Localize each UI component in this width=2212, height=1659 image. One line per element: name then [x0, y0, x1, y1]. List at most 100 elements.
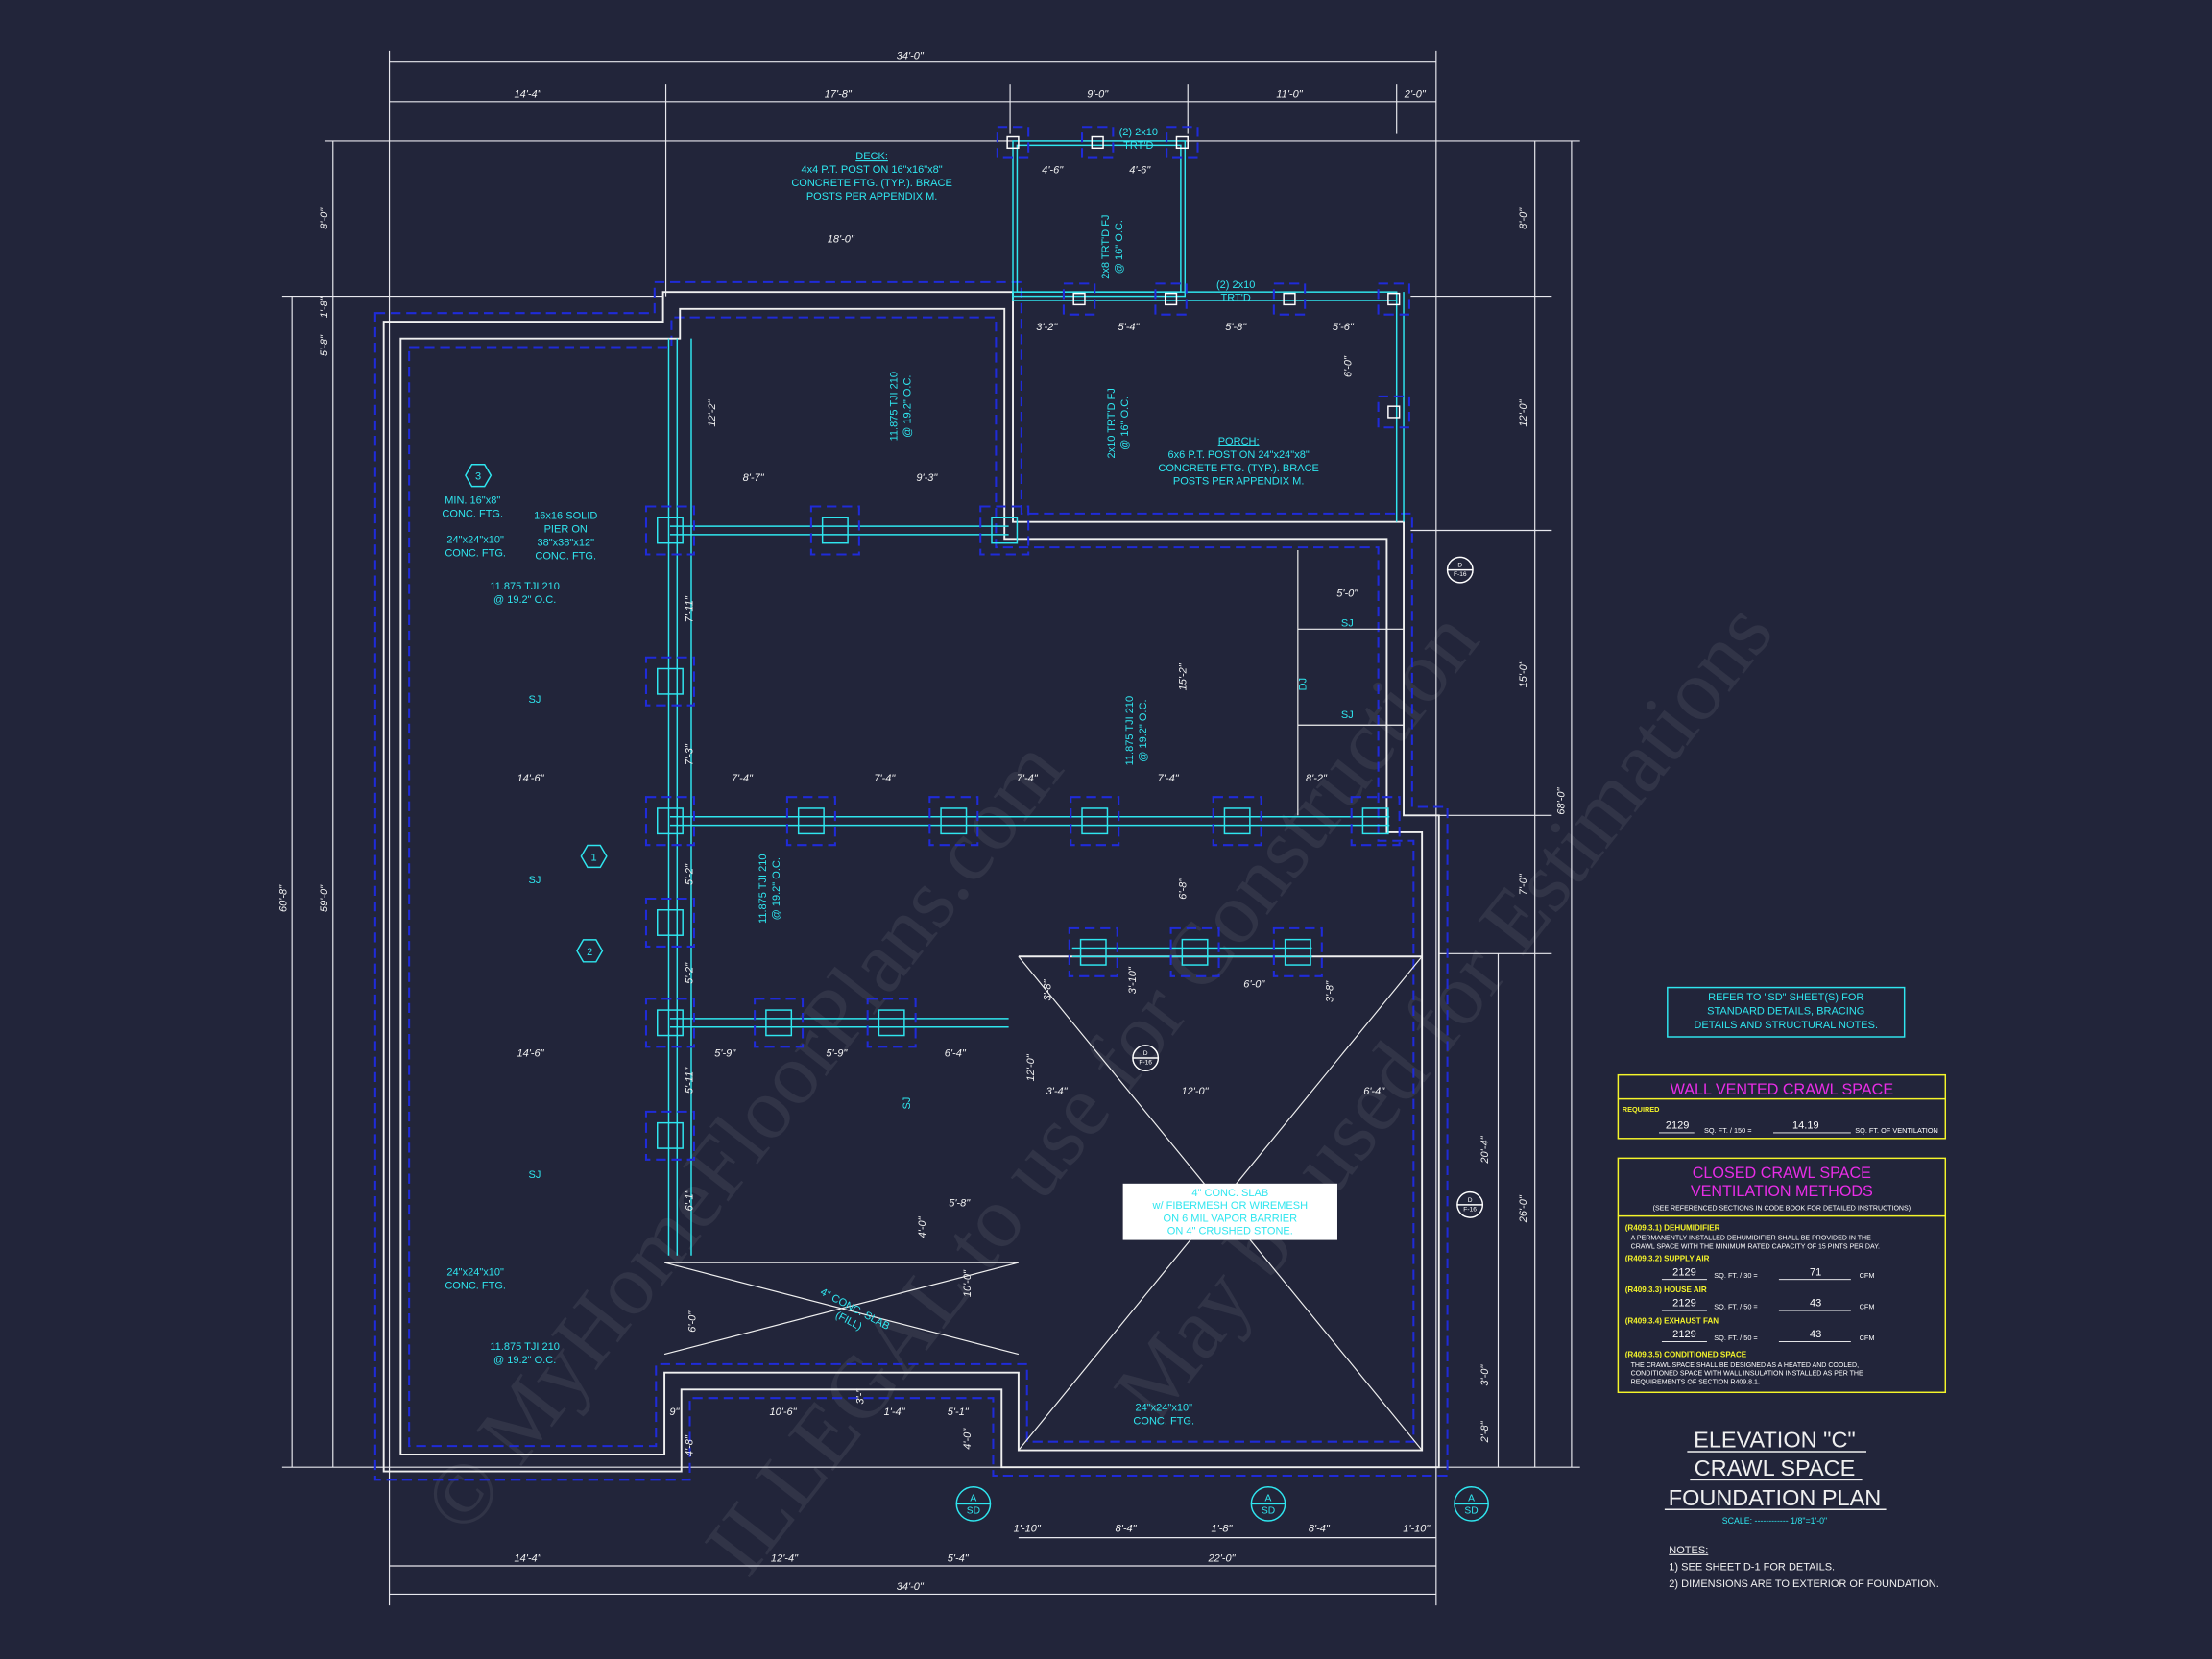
plan-note: MIN. 16"x8"CONC. FTG. — [442, 495, 503, 520]
dimension-label: 5'-11" — [684, 1067, 695, 1094]
dimension-label: 8'-0" — [319, 207, 330, 229]
plan-note-line: CONC. FTG. — [445, 1280, 506, 1291]
dimension-label: 3'-8" — [1325, 980, 1336, 1002]
dimension-label: 9" — [669, 1407, 680, 1418]
plan-note-line: 6x6 P.T. POST ON 24"x24"x8" — [1167, 449, 1309, 461]
plan-note-line: @ 16" O.C. — [1114, 220, 1125, 274]
dimension-label: 5'-4" — [948, 1553, 970, 1565]
general-notes: NOTES: 1) SEE SHEET D-1 FOR DETAILS. 2) … — [1669, 1545, 1939, 1590]
ventilation-result: 43 — [1810, 1329, 1821, 1340]
plan-note-line: CONC. FTG. — [535, 551, 596, 563]
dimension-label: 5'-8" — [949, 1197, 971, 1209]
plan-note-line: @ 16" O.C. — [1119, 397, 1131, 450]
pier-footing — [1212, 796, 1262, 847]
pier-footing — [1350, 796, 1401, 847]
plan-note-line: 4x4 P.T. POST ON 16"x16"x8" — [801, 164, 942, 176]
dimension-label: 6'-0" — [1343, 355, 1355, 377]
section-marker-sheet: SD — [1464, 1506, 1478, 1517]
dimension-label: 6'-4" — [1363, 1086, 1385, 1097]
closed-title-line: CLOSED CRAWL SPACE — [1693, 1165, 1871, 1182]
refer-note-box: REFER TO "SD" SHEET(S) FOR STANDARD DETA… — [1667, 986, 1906, 1038]
dimension-label: 14'-6" — [517, 1048, 544, 1060]
deck-porch-framing — [1012, 140, 1405, 522]
plan-note-line: CONCRETE FTG. (TYP.). BRACE — [791, 178, 951, 189]
dimension-label: 8'-2" — [1306, 773, 1328, 784]
conditioned-text: REQUIREMENTS OF SECTION R409.8.1. — [1631, 1379, 1760, 1385]
post — [1006, 135, 1020, 150]
dimension-label: 4'-6" — [1129, 165, 1151, 177]
dimension-label: 7'-0" — [1518, 873, 1529, 895]
plan-note: 2x8 TRT'D FJ@ 16" O.C. — [1100, 215, 1125, 279]
note-item: 1) SEE SHEET D-1 FOR DETAILS. — [1669, 1561, 1835, 1573]
plan-note-line: SJ — [1341, 617, 1354, 629]
section-marker-sheet: SD — [1262, 1506, 1275, 1517]
pier — [797, 807, 825, 835]
conditioned-text: THE CRAWL SPACE SHALL BE DESIGNED AS A H… — [1631, 1362, 1859, 1369]
plan-note-line: CONCRETE FTG. (TYP.). BRACE — [1158, 463, 1319, 474]
dimension-label: 7'-4" — [732, 773, 754, 784]
post-footing — [1166, 126, 1199, 159]
refer-note-line: REFER TO "SD" SHEET(S) FOR — [1708, 992, 1863, 1003]
scale-label: SCALE: ------------ 1/8"=1'-0" — [1722, 1516, 1827, 1526]
plan-note: 11.875 TJI 210@ 19.2" O.C. — [490, 1341, 559, 1366]
plan-note: DJ — [1298, 678, 1310, 690]
section-marker-id: D — [1143, 1050, 1148, 1057]
plan-note-line: @ 19.2" O.C. — [1138, 699, 1149, 761]
pier-footing — [785, 796, 836, 847]
plan-note-line: @ 19.2" O.C. — [493, 1355, 556, 1366]
slab-note-line: 4" CONC. SLAB — [1191, 1188, 1268, 1199]
pier-footing — [1169, 926, 1220, 977]
dimension-label: 8'-4" — [1116, 1524, 1138, 1535]
slab-note-line: ON 6 MIL VAPOR BARRIER — [1164, 1213, 1298, 1224]
pier-footing — [644, 998, 695, 1048]
detail-tag-number: 1 — [591, 852, 597, 863]
dimension-label: 3'-" — [854, 1388, 866, 1405]
dimension-label: 4'-6" — [1042, 165, 1064, 177]
dimension-label: 15'-0" — [1518, 660, 1529, 687]
dimension-label: 60'-8" — [277, 884, 289, 912]
post — [1283, 292, 1296, 306]
pier — [657, 667, 684, 695]
closed-crawl-space-table: CLOSED CRAWL SPACE VENTILATION METHODS (… — [1617, 1157, 1947, 1394]
plan-note: DECK:4x4 P.T. POST ON 16"x16"x8"CONCRETE… — [791, 151, 951, 203]
pier — [940, 807, 968, 835]
post-footing — [1062, 282, 1096, 316]
wall-vented-unit: SQ. FT. OF VENTILATION — [1855, 1126, 1938, 1135]
dimension-label: 3'-8" — [1043, 978, 1054, 1000]
ventilation-divisor: SQ. FT. / 50 = — [1714, 1303, 1757, 1311]
dimension-label: 5'-6" — [1333, 322, 1355, 333]
plan-note-line: SJ — [528, 1169, 541, 1181]
pier — [991, 517, 1019, 544]
dehumidifier-text: CRAWL SPACE WITH THE MINIMUM RATED CAPAC… — [1631, 1243, 1880, 1250]
pier — [821, 517, 849, 544]
dimension-label: 6'-1" — [684, 1189, 695, 1211]
dimension-label: 14'-6" — [517, 773, 544, 784]
plan-note: 24"x24"x10"CONC. FTG. — [445, 1266, 506, 1291]
dimension-label: 5'-2" — [684, 863, 695, 885]
detail-tag-hexagon — [576, 939, 604, 963]
ventilation-unit: CFM — [1860, 1303, 1875, 1311]
dimension-label: 22'-0" — [1207, 1553, 1236, 1565]
dimension-label: 15'-2" — [1178, 662, 1190, 690]
post-footing — [1154, 282, 1188, 316]
dimension-label: 26'-0" — [1518, 1194, 1529, 1223]
ventilation-result: 71 — [1810, 1266, 1821, 1278]
plan-note-line: 2x8 TRT'D FJ — [1100, 215, 1112, 279]
dimension-label: 4'-0" — [917, 1215, 928, 1238]
ventilation-area: 2129 — [1672, 1266, 1696, 1278]
dehumidifier-text: A PERMANENTLY INSTALLED DEHUMIDIFIER SHA… — [1631, 1236, 1872, 1242]
ventilation-area: 2129 — [1672, 1329, 1696, 1340]
dimension-label: 5'-8" — [319, 334, 330, 356]
dimension-label: 12'-2" — [707, 398, 718, 426]
post — [1175, 135, 1189, 150]
dimension-label: 17'-8" — [825, 88, 853, 100]
section-marker-sheet: SD — [967, 1506, 980, 1517]
dehumidifier-heading: (R409.3.1) DEHUMIDIFIER — [1625, 1223, 1720, 1232]
pier — [1081, 807, 1109, 835]
dimension-label: 14'-4" — [515, 1553, 542, 1565]
wall-vented-divisor: SQ. FT. / 150 = — [1704, 1126, 1752, 1135]
title-line: CRAWL SPACE — [1695, 1455, 1856, 1480]
dimension-label: 10'-0" — [962, 1269, 974, 1297]
dimension-label: 34'-0" — [897, 1581, 925, 1593]
dimension-label: 1'-4" — [884, 1407, 906, 1418]
